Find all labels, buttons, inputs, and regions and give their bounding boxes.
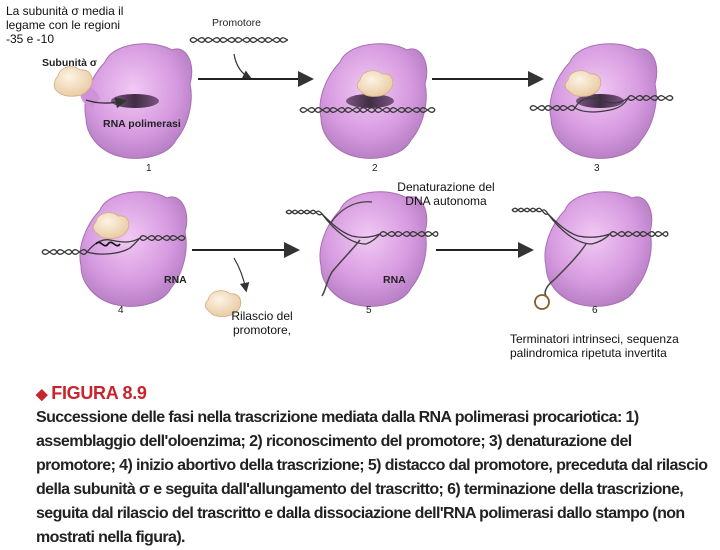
annotation-release: Rilascio del promotore, [231,309,293,337]
step-4-polymerase [79,191,188,307]
released-sigma-subunit [204,290,242,317]
promoter-dna [189,37,289,43]
step-1-polymerase [80,43,193,159]
diamond-icon: ◆ [36,385,48,403]
step-number-3: 3 [594,163,600,174]
annotation-terminators: Terminatori intrinseci, sequenza palindr… [510,332,679,360]
step-number-5: 5 [366,305,372,316]
label-rna-5: RNA [383,274,406,286]
label-rna-4: RNA [164,274,187,286]
step-number-2: 2 [372,163,378,174]
step-5-polymerase [319,191,428,307]
step-5-dna [285,201,439,297]
step-6-dna [511,207,669,310]
step-number-6: 6 [592,305,598,316]
annotation-sigma-role: La subunità σ media il legame con le reg… [6,4,124,46]
step-number-4: 4 [118,305,124,316]
step-number-1: 1 [146,163,152,174]
step-6-polymerase [544,191,653,307]
annotation-denaturation: Denaturazione del DNA autonoma [397,180,495,208]
figure-title: ◆ FIGURA 8.9 [36,383,708,404]
step-3-dna [529,95,674,113]
step-4-dna [41,235,186,255]
promoter-arrow [233,53,253,80]
sigma-subunit [53,66,93,97]
release-arrow [233,257,250,293]
label-promotore: Promotore [212,17,261,29]
figure-caption: ◆ FIGURA 8.9 Successione delle fasi nell… [36,383,708,550]
figure-caption-text: Successione delle fasi nella trascrizion… [36,409,708,546]
step-2-polymerase [319,43,428,159]
label-subunita: Subunità σ [42,57,97,69]
figure-label: FIGURA 8.9 [51,383,147,403]
sigma-bind-arrow [85,97,127,109]
label-rna-polimerasi: RNA polimerasi [103,118,181,130]
step-2-dna [299,107,436,113]
